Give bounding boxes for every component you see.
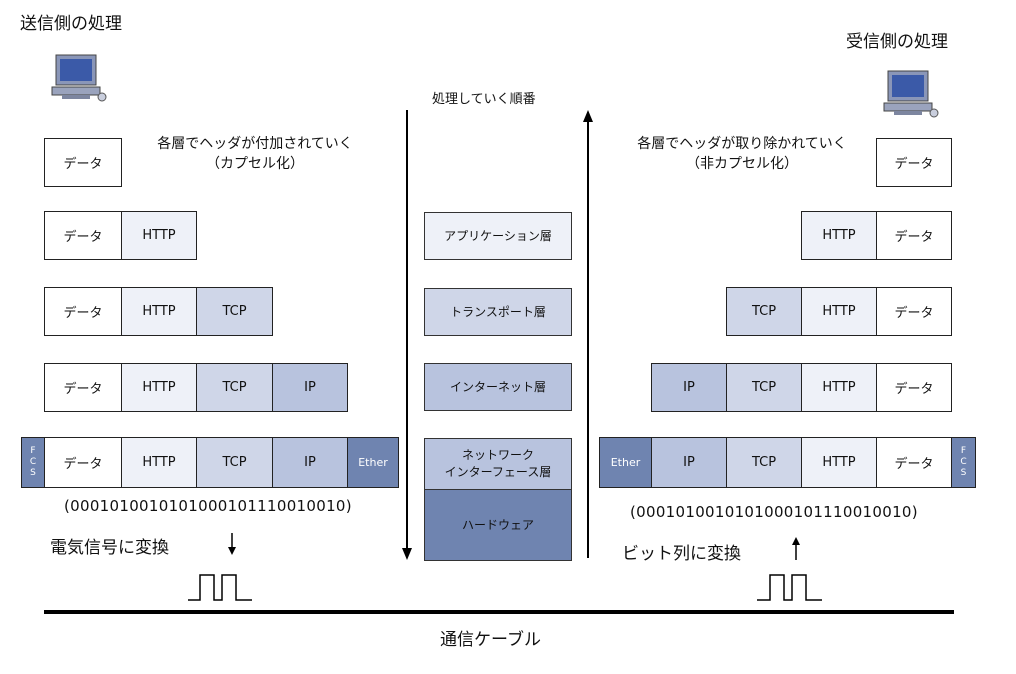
http-header-block: HTTP [121,287,197,336]
sender-title: 送信側の処理 [20,14,122,34]
data-block: データ [876,363,952,412]
data-block: データ [44,363,122,412]
http-header-block: HTTP [801,363,877,412]
tcp-header-block: TCP [726,363,802,412]
http-header-block: HTTP [801,211,877,260]
tcp-header-block: TCP [726,287,802,336]
http-header-block: HTTP [121,437,197,488]
receiver-title: 受信側の処理 [846,32,948,52]
data-block: データ [876,138,952,187]
application-layer: アプリケーション層 [424,212,572,260]
conversion-up-arrow [792,537,800,545]
tcp-header-block: TCP [196,363,273,412]
tcp-header-block: TCP [196,437,273,488]
sender-computer-icon [51,54,107,102]
http-header-block: HTTP [801,437,877,488]
data-block: データ [44,211,122,260]
http-header-block: HTTP [121,363,197,412]
ether-header-block: Ether [599,437,652,488]
hardware-layer: ハードウェア [424,489,572,561]
ip-header-block: IP [651,363,727,412]
receiver-conversion-label: ビット列に変換 [622,544,741,564]
order-label: 処理していく順番 [432,92,536,107]
internet-layer: インターネット層 [424,363,572,411]
data-block: データ [44,437,122,488]
data-block: データ [876,287,952,336]
sender-pulse-signal [188,574,252,601]
ip-header-block: IP [272,363,348,412]
receiver-bit-string: (0001010010101000101110010010) [630,503,918,521]
encapsulation-note: 各層でヘッダが付加されていく （カプセル化） [157,136,353,172]
conversion-down-arrow [228,547,236,555]
cable-label: 通信ケーブル [440,630,541,650]
receiver-computer-icon [883,70,939,118]
http-header-block: HTTP [121,211,197,260]
http-header-block: HTTP [801,287,877,336]
sender-conversion-label: 電気信号に変換 [50,538,169,558]
fcs-trailer-block: F C S [21,437,45,488]
ether-header-block: Ether [347,437,399,488]
data-block: データ [876,211,952,260]
receiver-pulse-signal [757,574,822,601]
data-block: データ [876,437,952,488]
ip-header-block: IP [272,437,348,488]
data-block: データ [44,287,122,336]
decapsulation-note: 各層でヘッダが取り除かれていく （非カプセル化） [637,136,847,172]
up-arrowhead [583,110,593,122]
data-block: データ [44,138,122,187]
network-interface-layer: ネットワーク インターフェース層 [424,438,572,490]
ip-header-block: IP [651,437,727,488]
tcp-header-block: TCP [726,437,802,488]
transport-layer: トランスポート層 [424,288,572,336]
fcs-trailer-block: F C S [951,437,976,488]
tcp-header-block: TCP [196,287,273,336]
sender-bit-string: (0001010010101000101110010010) [64,497,352,515]
down-arrowhead [402,548,412,560]
